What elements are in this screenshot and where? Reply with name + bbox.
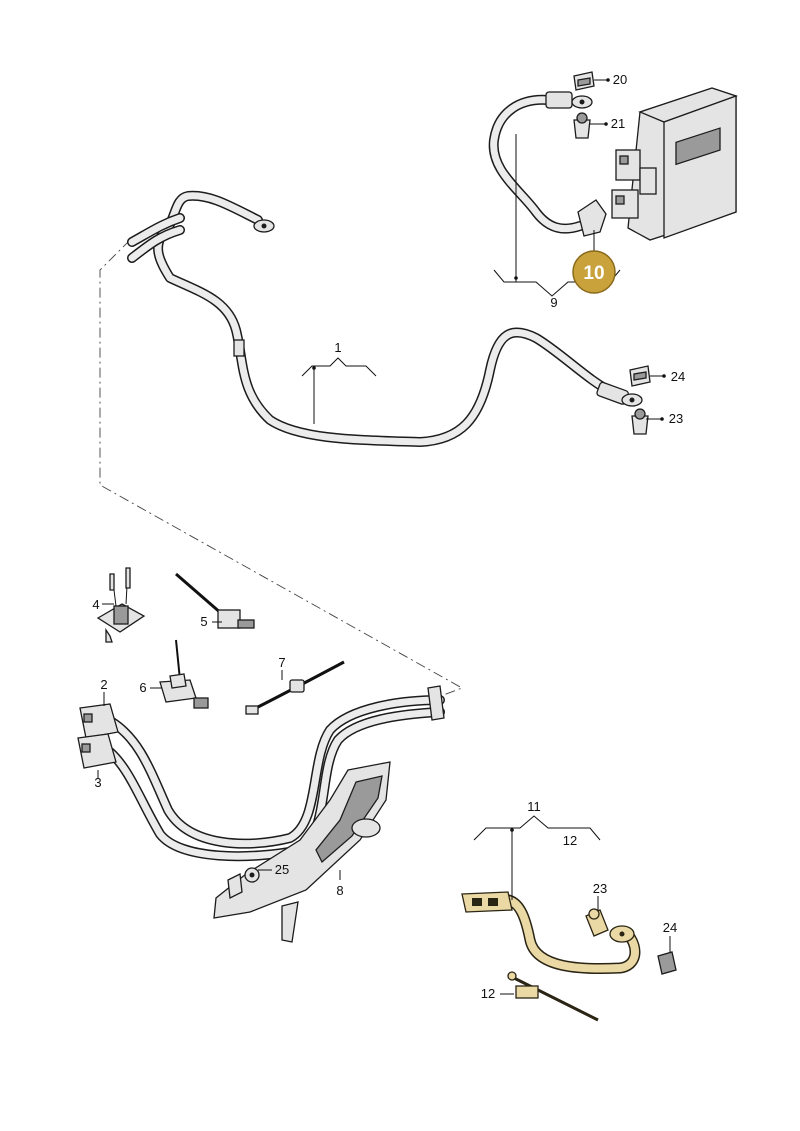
- callout-25: 25: [275, 862, 289, 877]
- callout-10-badge: 10: [572, 250, 616, 294]
- callout-21: 21: [611, 116, 625, 131]
- callout-6: 6: [139, 680, 146, 695]
- control-unit: [611, 87, 738, 241]
- leader-lines: [97, 78, 671, 995]
- callout-9: 9: [550, 295, 557, 310]
- holder-6: [159, 639, 209, 709]
- callout-24-top: 24: [671, 369, 685, 384]
- callout-8: 8: [336, 883, 343, 898]
- stud-23-bottom: [585, 908, 609, 937]
- callout-23-bottom: 23: [593, 881, 607, 896]
- callout-4: 4: [92, 597, 99, 612]
- cable-tie-7: [245, 660, 345, 715]
- stud-21: [573, 112, 591, 139]
- callout-20: 20: [613, 72, 627, 87]
- nut-24-bottom: [657, 951, 677, 975]
- bracket-4: [96, 567, 146, 643]
- nut-24-top: [629, 365, 651, 387]
- nut-25: [244, 867, 260, 883]
- battery-cable-1: [127, 190, 643, 447]
- callout-5: 5: [200, 614, 207, 629]
- cable-tie-12: [507, 971, 599, 1022]
- callout-24-bottom: 24: [663, 920, 677, 935]
- cable-harness: [105, 685, 445, 862]
- cable-tie-5: [175, 572, 255, 629]
- connector-3: [77, 733, 117, 769]
- callout-12-top: 12: [563, 833, 577, 848]
- cable-9: [488, 91, 607, 237]
- cable-11-highlighted: [461, 891, 641, 975]
- callout-3: 3: [94, 775, 101, 790]
- callout-1: 1: [334, 340, 341, 355]
- callout-12-bottom: 12: [481, 986, 495, 1001]
- stud-23-top: [631, 408, 649, 435]
- assembly-boundary-line: [99, 239, 464, 701]
- callout-11: 11: [527, 799, 541, 814]
- callout-10: 10: [583, 263, 604, 284]
- callout-2: 2: [100, 677, 107, 692]
- callout-7: 7: [278, 655, 285, 670]
- connector-2: [79, 703, 119, 739]
- nut-20: [573, 71, 595, 91]
- callout-23-top: 23: [669, 411, 683, 426]
